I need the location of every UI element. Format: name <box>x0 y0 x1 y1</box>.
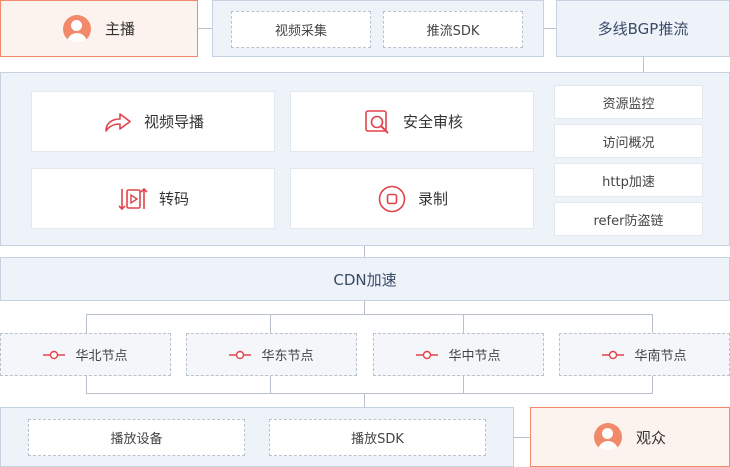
connector-node-1-top <box>86 314 87 333</box>
node-label: 华东节点 <box>261 349 314 364</box>
feature-label: 转码 <box>158 190 189 208</box>
feature-card-audit: 安全审核 <box>290 91 534 152</box>
node-label: 华南节点 <box>634 349 687 364</box>
connector-node-2-bottom <box>270 376 271 393</box>
connector-capture-bgp <box>544 28 556 29</box>
connector-node-2-top <box>270 314 271 333</box>
node-icon <box>416 350 439 359</box>
bgp-label: 多线BGP推流 <box>597 20 689 38</box>
node-north: 华北节点 <box>0 333 171 376</box>
audience-label: 观众 <box>635 428 666 447</box>
capture-group: 视频采集 推流SDK <box>212 0 544 57</box>
user-icon <box>62 14 91 43</box>
connector-node-4-bottom <box>652 376 653 393</box>
feature-card-record: 录制 <box>290 168 534 229</box>
connector-cdn-tree <box>364 301 365 314</box>
node-label: 华中节点 <box>448 349 501 364</box>
anchor-label: 主播 <box>104 20 135 38</box>
side-item-overview: 访问概况 <box>554 124 703 158</box>
feature-label: 录制 <box>417 190 448 208</box>
node-south: 华南节点 <box>559 333 730 376</box>
playback-group: 播放设备 播放SDK <box>0 407 514 467</box>
feature-card-director: 视频导播 <box>31 91 275 152</box>
platform-panel: 视频导播 安全审核 转码 录制 资源监控 访问概况 http加速 refer防盗… <box>0 72 730 246</box>
node-central: 华中节点 <box>373 333 544 376</box>
side-item-referer: refer防盗链 <box>554 202 703 236</box>
capture-item-sdk: 推流SDK <box>383 11 523 48</box>
capture-item-video: 视频采集 <box>231 11 371 48</box>
connector-node-4-top <box>652 314 653 333</box>
node-icon <box>602 350 625 359</box>
anchor-box: 主播 <box>0 0 198 57</box>
connector-anchor-capture <box>198 28 212 29</box>
feature-label: 安全审核 <box>402 113 463 131</box>
cdn-label: CDN加速 <box>333 270 397 289</box>
connector-platform-cdn <box>364 246 365 257</box>
record-icon <box>376 183 408 215</box>
playback-item-device: 播放设备 <box>28 419 245 456</box>
node-label: 华北节点 <box>75 349 128 364</box>
connector-node-3-bottom <box>463 376 464 393</box>
audit-search-icon <box>361 106 393 138</box>
share-arrow-icon <box>102 106 134 138</box>
side-item-monitor: 资源监控 <box>554 85 703 119</box>
connector-node-3-top <box>463 314 464 333</box>
feature-label: 视频导播 <box>143 113 204 131</box>
node-icon <box>43 350 66 359</box>
connector-node-bus-bottom <box>86 393 653 394</box>
side-item-http: http加速 <box>554 163 703 197</box>
user-icon <box>593 423 622 451</box>
feature-card-transcode: 转码 <box>31 168 275 229</box>
bgp-push-box: 多线BGP推流 <box>556 0 730 57</box>
connector-playback-audience <box>514 437 530 438</box>
connector-tree-playback <box>364 393 365 407</box>
connector-bgp-platform <box>643 56 644 72</box>
playback-item-sdk: 播放SDK <box>269 419 486 456</box>
connector-node-bus-top <box>86 314 653 315</box>
node-east: 华东节点 <box>186 333 357 376</box>
transcode-play-icon <box>117 183 149 215</box>
connector-node-1-bottom <box>86 376 87 393</box>
node-icon <box>229 350 252 359</box>
audience-box: 观众 <box>530 407 730 467</box>
cdn-bar: CDN加速 <box>0 257 730 301</box>
